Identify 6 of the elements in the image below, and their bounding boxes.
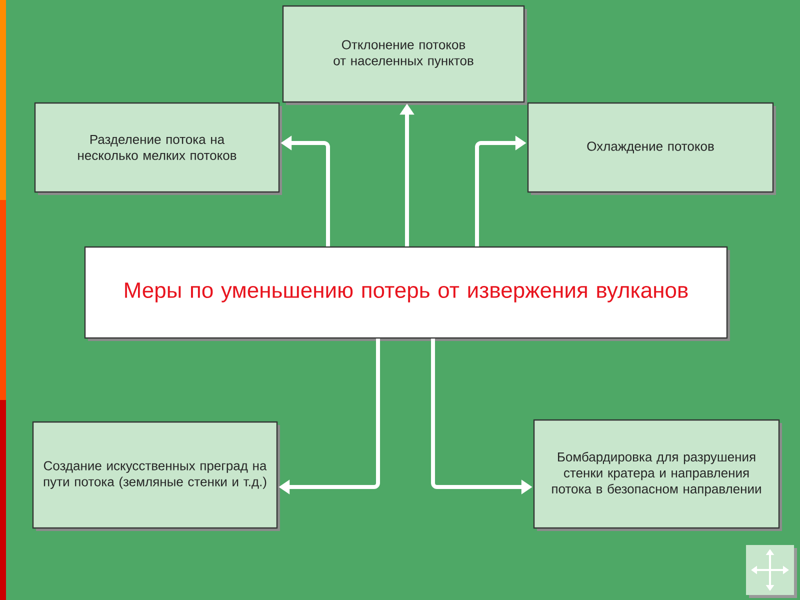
process-box: Отклонение потоков от населенных пунктов (282, 5, 525, 103)
process-box: Создание искусственных преград на пути потока (земляные стенки и т.д.) (32, 421, 278, 529)
process-box: Бомбардировка для разрушения стенки кратера и направления потока в безопасном направлении (533, 419, 780, 529)
process-box: Охлаждение потоков (527, 102, 774, 193)
title-box: Меры по уменьшению потерь от извержения вулканов (84, 246, 728, 339)
process-box: Разделение потока на несколько мелких потоков (34, 102, 280, 193)
